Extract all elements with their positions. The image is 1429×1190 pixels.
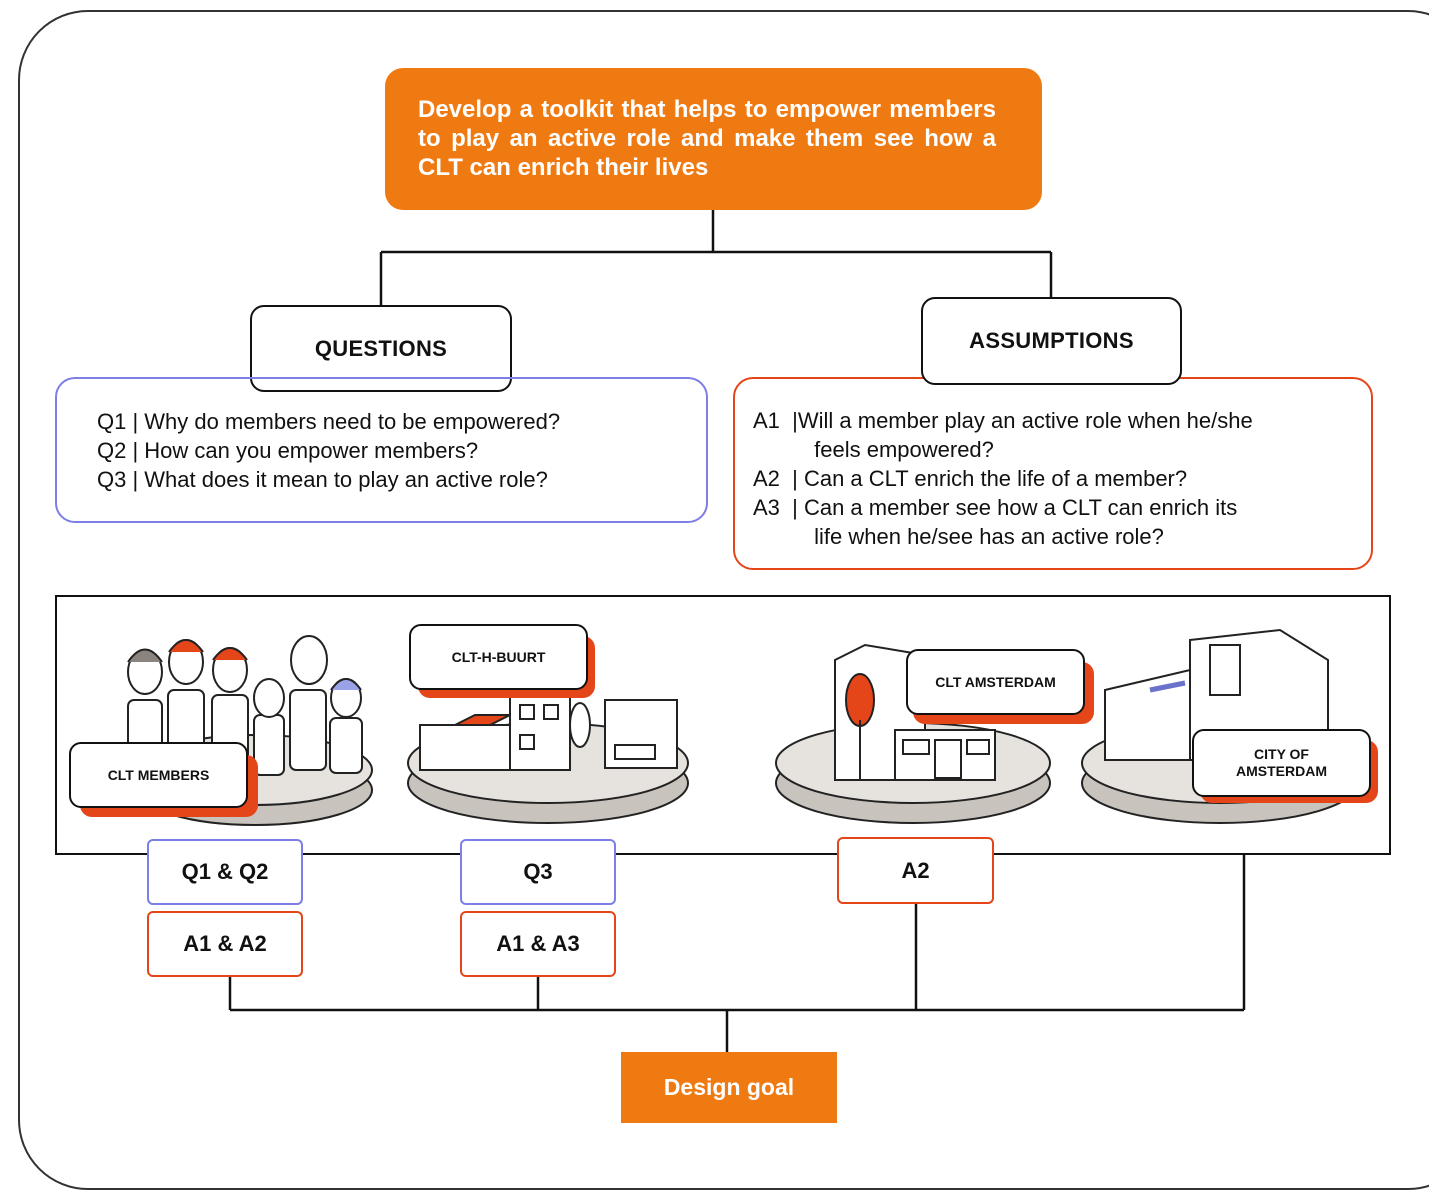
clt-amsterdam-building-icon (834, 643, 996, 781)
stakeholder-illustrations (127, 628, 1359, 826)
question-q1: Q1 | Why do members need to be empowered… (97, 409, 561, 434)
label-a1-a2: A1 & A2 (147, 911, 303, 977)
assumption-line: A3 | Can a member see how a CLT can enri… (753, 495, 1238, 520)
assumptions-panel: A1 |Will a member play an active role wh… (733, 377, 1373, 570)
toolkit-goal-box: Develop a toolkit that helps to empower … (385, 68, 1042, 210)
label-q1-q2: Q1 & Q2 (147, 839, 303, 905)
design-goal-box: Design goal (621, 1052, 837, 1123)
assumption-line: A2 | Can a CLT enrich the life of a memb… (753, 466, 1188, 491)
questions-panel: Q1 | Why do members need to be empowered… (55, 377, 708, 523)
city-building-icon (1104, 628, 1329, 761)
assumption-line: A1 |Will a member play an active role wh… (753, 408, 1253, 433)
connector-lines (228, 210, 1246, 1052)
tag-clt-amsterdam: CLT AMSTERDAM (906, 649, 1085, 715)
assumption-line: life when he/see has an active role? (753, 524, 1164, 549)
neighbourhood-buildings-icon (419, 689, 678, 771)
people-icon (127, 635, 363, 776)
label-a2: A2 (837, 837, 994, 904)
tag-clt-h-buurt: CLT-H-BUURT (409, 624, 588, 690)
question-q3: Q3 | What does it mean to play an active… (97, 467, 548, 492)
assumption-line: feels empowered? (753, 437, 994, 462)
city-tag-line: AMSTERDAM (1236, 763, 1327, 779)
assumptions-heading: ASSUMPTIONS (921, 297, 1182, 385)
tag-city-of-amsterdam: CITY OF AMSTERDAM (1192, 729, 1371, 797)
tag-clt-members: CLT MEMBERS (69, 742, 248, 808)
label-a1-a3: A1 & A3 (460, 911, 616, 977)
city-tag-line: CITY OF (1254, 746, 1309, 762)
label-q3: Q3 (460, 839, 616, 905)
question-q2: Q2 | How can you empower members? (97, 438, 479, 463)
